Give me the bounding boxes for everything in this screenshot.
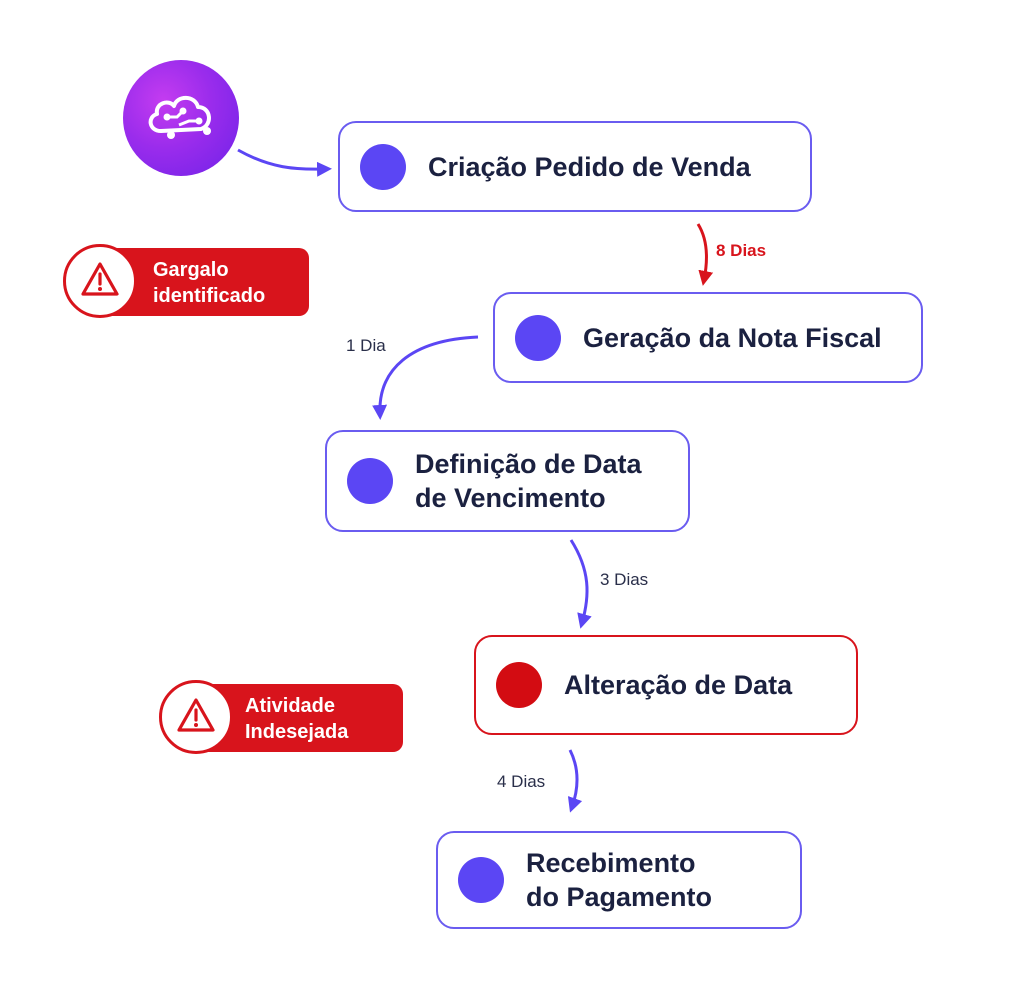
callout-badge — [159, 680, 233, 754]
arrow-step3-to-step4 — [569, 539, 592, 629]
step-recebimento-pagamento: Recebimento do Pagamento — [436, 831, 802, 929]
step-status-dot — [347, 458, 393, 504]
arrow-step4-to-step5 — [567, 749, 583, 813]
step-status-dot — [515, 314, 561, 361]
step-definicao-data: Definição de Data de Vencimento — [325, 430, 690, 532]
callout-badge — [63, 244, 137, 318]
step-label: Alteração de Data — [564, 670, 793, 700]
step-alteracao-data: Alteração de Data — [474, 635, 858, 735]
step-geracao-nota: Geração da Nota Fiscal — [493, 292, 923, 383]
callout-label: Atividade Indesejada — [199, 684, 403, 752]
cloud-network-icon — [141, 81, 221, 156]
step-label: Geração da Nota Fiscal — [583, 322, 882, 353]
callout-label: Gargalo identificado — [103, 248, 309, 316]
step-status-dot — [458, 857, 504, 903]
step-label: Definição de Data de Vencimento — [415, 449, 642, 513]
callout-gargalo: Gargalo identificado — [63, 244, 309, 322]
edge-label-8-dias: 8 Dias — [716, 241, 767, 260]
step-status-dot — [496, 662, 542, 708]
edge-label-4-dias: 4 Dias — [497, 772, 546, 791]
step-status-dot — [360, 143, 406, 190]
arrow-step1-to-step2 — [696, 223, 714, 286]
step-label: Recebimento do Pagamento — [526, 848, 713, 912]
warning-icon — [80, 261, 120, 302]
brand-logo — [123, 60, 239, 176]
edge-label-1-dia: 1 Dia — [346, 336, 386, 355]
step-criacao-pedido: Criação Pedido de Venda — [338, 121, 812, 212]
arrow-step2-to-step3 — [372, 335, 479, 420]
step-label: Criação Pedido de Venda — [428, 151, 751, 182]
callout-atividade-indesejada: Atividade Indesejada — [159, 680, 403, 758]
edge-label-3-dias: 3 Dias — [600, 570, 649, 589]
warning-icon — [176, 697, 216, 738]
arrow-logo-to-step1 — [237, 148, 332, 177]
